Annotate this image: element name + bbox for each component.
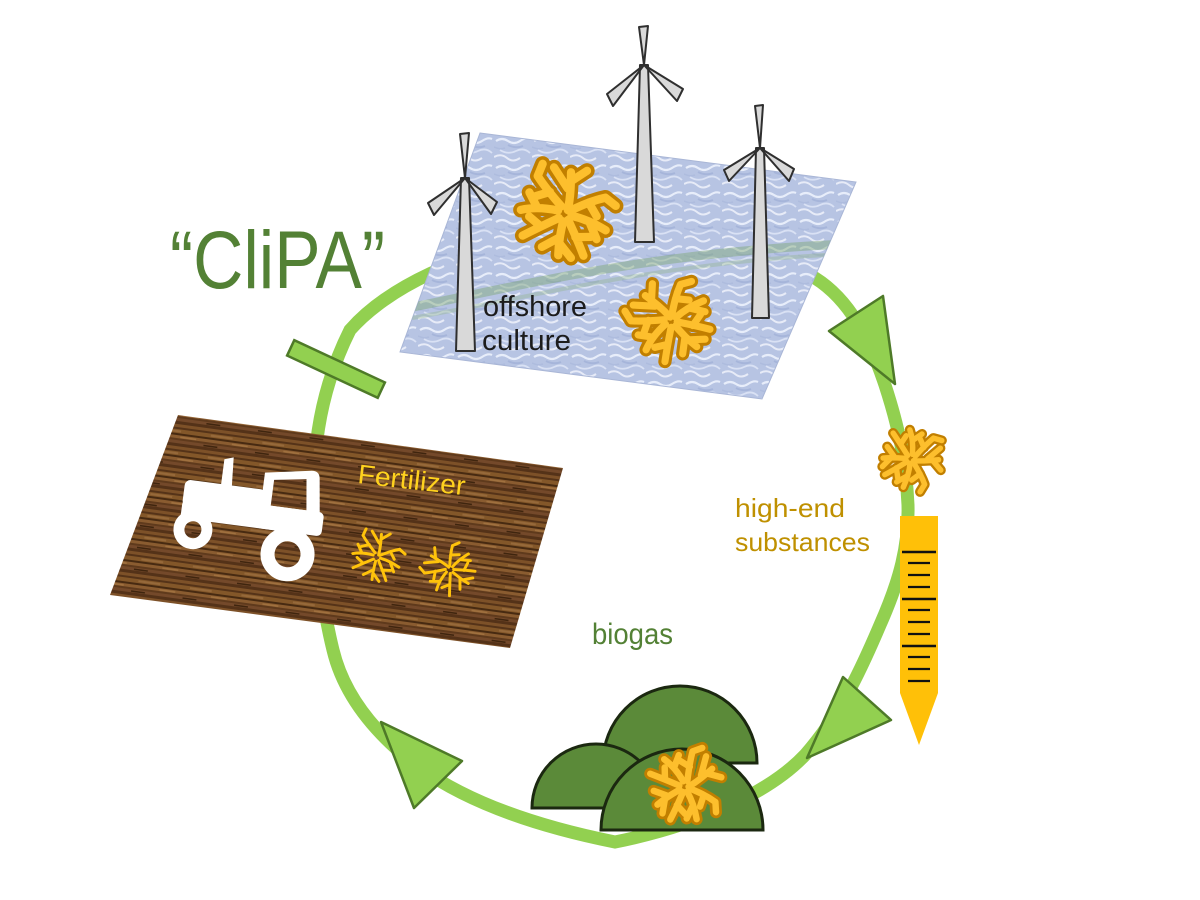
cycle-arrow-top-right [827,294,897,386]
biogas-label: biogas [592,618,673,651]
diagram-title: “CliPA” [170,215,385,306]
tractor-icon [173,457,324,582]
cycle-arrow-bottom-left [379,720,464,810]
offshore-culture-label-line2: culture [482,325,571,357]
high-end-substances-label-line2: substances [735,527,870,557]
wind-turbine-icon [427,132,498,352]
offshore-culture-label-line1: offshore [483,291,587,323]
cycle-arrow-right-bottom [805,675,893,760]
biogas-domes-icon [530,684,765,832]
wind-turbine-icon [723,104,795,319]
tube-graduations [902,550,936,683]
fertilizer-board [110,415,563,648]
high-end-substances-label-line1: high-end [735,493,845,523]
cycle-tick-bar [285,338,387,400]
seaweed-streak [407,239,849,313]
algae-icon [880,428,944,494]
centrifuge-tube-icon [900,516,938,745]
wind-turbine-icon [606,25,684,243]
